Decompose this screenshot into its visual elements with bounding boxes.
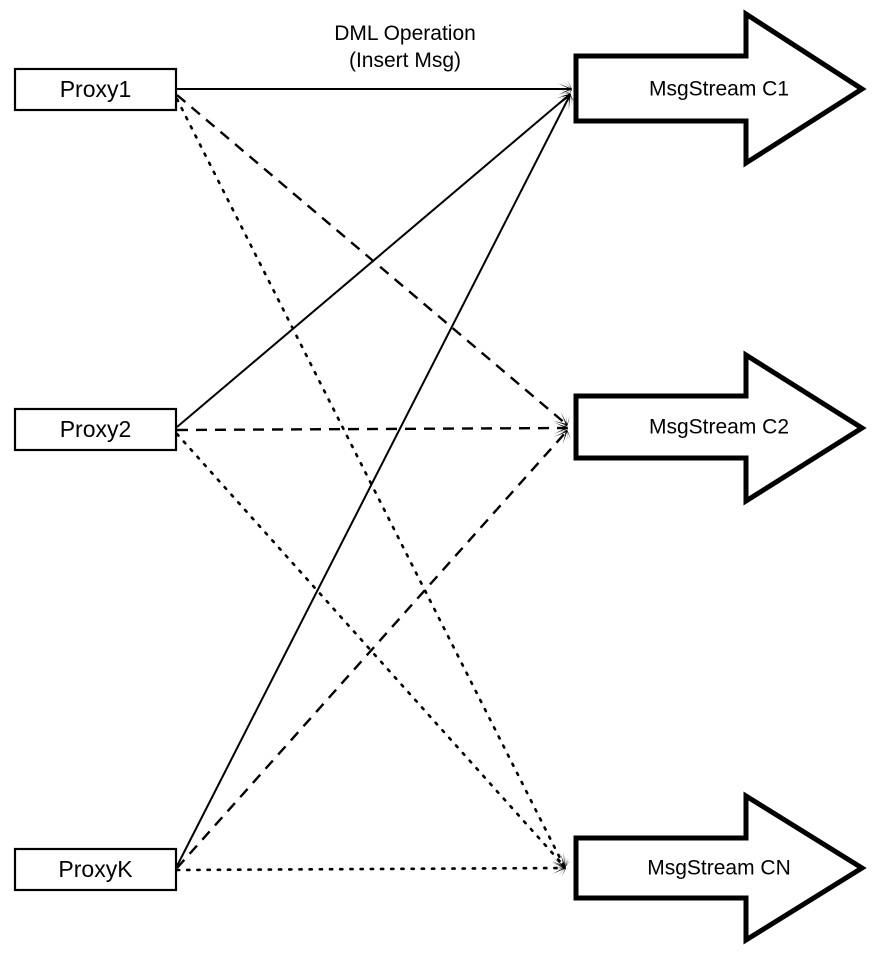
edge-proxy2-msgstream-c1[interactable] — [176, 95, 569, 428]
proxy1-box[interactable] — [13, 67, 178, 112]
proxy-node-proxy2[interactable]: Proxy2 — [13, 407, 178, 452]
edge-proxyk-msgstream-c2[interactable] — [176, 432, 566, 869]
edge-group — [175, 89, 570, 870]
proxyk-label: ProxyK — [58, 856, 133, 882]
proxy2-box[interactable] — [13, 407, 178, 452]
msgstream-node-c2[interactable]: MsgStream C2 — [573, 350, 867, 506]
msgstream-cn-label: MsgStream CN — [647, 857, 791, 880]
proxy-node-proxyk[interactable]: ProxyK — [13, 847, 178, 892]
msgstream-c1-arrow-shape[interactable] — [573, 9, 867, 168]
edge-label-line2: (Insert Msg) — [349, 49, 461, 72]
edge-proxyk-msgstream-cn[interactable] — [175, 868, 564, 870]
msgstream-cn-arrow-shape[interactable] — [573, 791, 867, 945]
edge-proxy1-msgstream-c2[interactable] — [176, 94, 566, 424]
msgstream-c1-label: MsgStream C1 — [649, 78, 789, 101]
proxy-node-proxy1[interactable]: Proxy1 — [13, 67, 178, 112]
edge-proxyk-msgstream-c1[interactable] — [176, 97, 569, 867]
proxy2-label: Proxy2 — [60, 416, 132, 442]
msgstream-node-c1[interactable]: MsgStream C1 — [573, 9, 867, 168]
edge-label-line1: DML Operation — [334, 22, 476, 45]
msgstream-c2-arrow-shape[interactable] — [573, 350, 867, 506]
edge-proxy2-msgstream-c2[interactable] — [176, 428, 566, 430]
edge-proxy1-msgstream-cn[interactable] — [175, 97, 564, 866]
proxyk-box[interactable] — [13, 847, 178, 892]
edge-label-dml-operation: DML Operation (Insert Msg) — [334, 22, 476, 72]
msgstream-c2-label: MsgStream C2 — [649, 416, 789, 439]
proxy1-label: Proxy1 — [60, 76, 132, 102]
msgstream-node-cn[interactable]: MsgStream CN — [573, 791, 867, 945]
